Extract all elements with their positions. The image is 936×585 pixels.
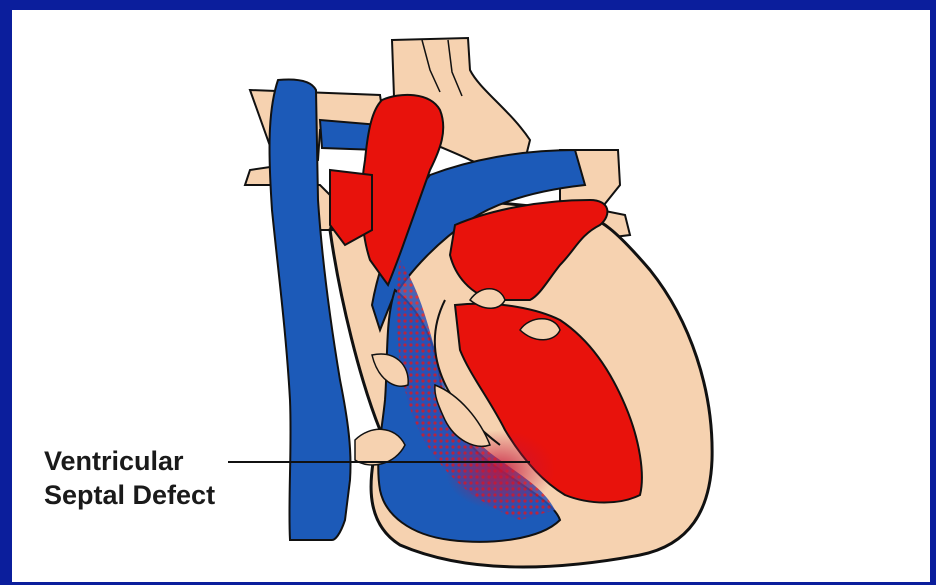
- vsd-label: Ventricular Septal Defect: [44, 444, 215, 512]
- left-vessel-red: [330, 170, 372, 245]
- vsd-glow: [445, 430, 555, 510]
- vsd-label-line1: Ventricular: [44, 444, 215, 478]
- vsd-label-line2: Septal Defect: [44, 478, 215, 512]
